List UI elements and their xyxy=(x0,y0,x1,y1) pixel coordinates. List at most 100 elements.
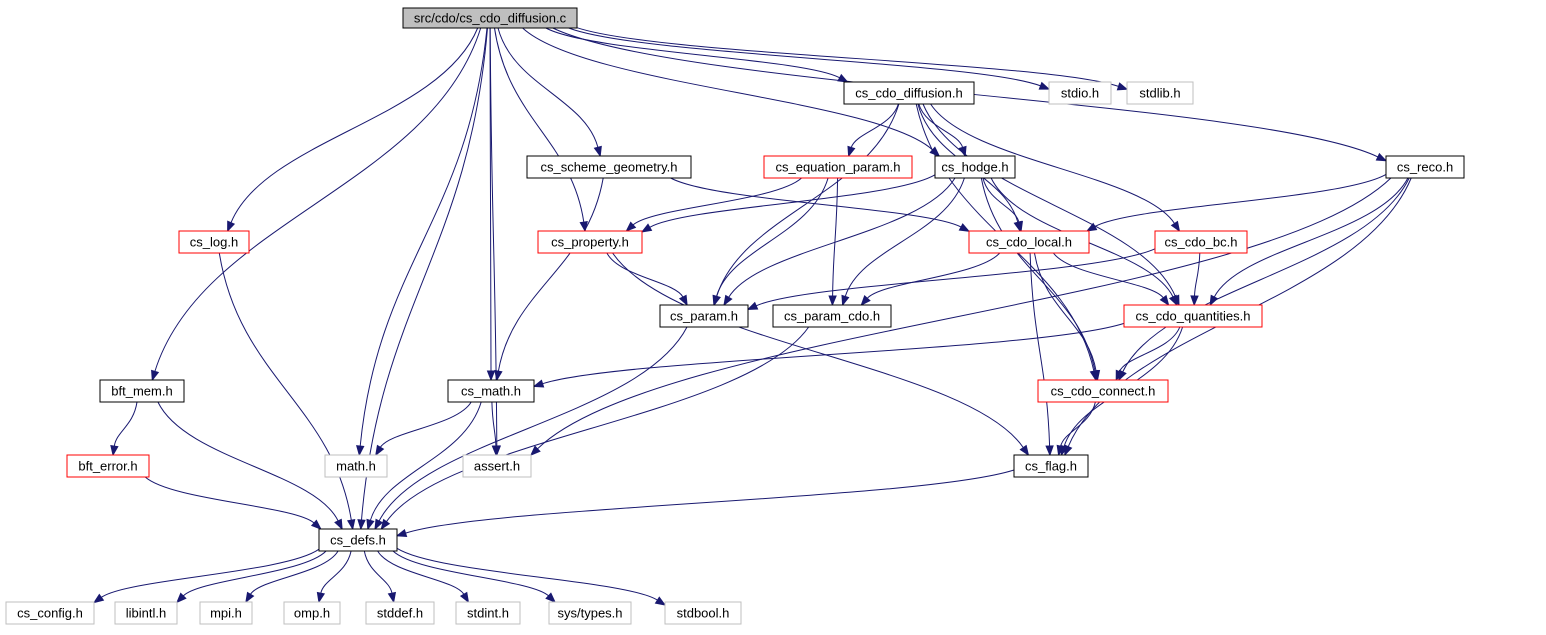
arrowhead-cs_property_h-to-cs_flag_h xyxy=(1019,444,1030,457)
node-cs-log-h[interactable]: cs_log.h xyxy=(178,230,250,254)
edge-cs_reco_h-to-cs_cdo_quantities_h xyxy=(1213,177,1409,298)
node-omp-h: omp.h xyxy=(283,601,341,625)
edge-cs_cdo_diffusion_h-to-cs_param_h xyxy=(716,103,900,297)
node-cs-scheme-geometry-h[interactable]: cs_scheme_geometry.h xyxy=(526,155,692,179)
edge-cs_defs_h-to-mpi_h xyxy=(250,550,339,595)
arrowhead-cs_defs_h-to-cs_config_h xyxy=(92,593,105,604)
node-cs-cdo-quantities-h[interactable]: cs_cdo_quantities.h xyxy=(1123,304,1263,328)
node-label: cs_reco.h xyxy=(1397,160,1453,175)
node-cs-defs-h[interactable]: cs_defs.h xyxy=(318,528,398,552)
node-box xyxy=(1037,379,1169,403)
node-bft-mem-h[interactable]: bft_mem.h xyxy=(99,379,185,403)
arrowhead-cs_cdo_diffusion_h-to-cs_equation_param_h xyxy=(847,145,856,158)
edge-cs_defs_h-to-omp_h xyxy=(320,550,352,594)
edge-cs_hodge_h-to-cs_cdo_local_h xyxy=(982,177,1020,223)
arrowhead-root-to-stdio_h xyxy=(1038,81,1051,90)
node-label: cs_param.h xyxy=(670,309,738,324)
node-label: cs_param_cdo.h xyxy=(784,309,880,324)
node-stdbool-h: stdbool.h xyxy=(664,601,742,625)
arrowhead-root-to-math_h xyxy=(356,445,365,457)
node-cs-property-h[interactable]: cs_property.h xyxy=(537,230,643,254)
arrowhead-cs_defs_h-to-mpi_h xyxy=(245,591,255,604)
node-box xyxy=(763,155,913,179)
node-label: cs_cdo_quantities.h xyxy=(1136,309,1251,324)
node-label: stdlib.h xyxy=(1139,86,1180,101)
arrowhead-cs_property_h-to-cs_param_h xyxy=(678,294,688,307)
arrowhead-cs_math_h-to-assert_h xyxy=(491,445,501,457)
edge-cs_equation_param_h-to-cs_property_h xyxy=(632,177,802,226)
edge-cs_defs_h-to-libintl_h xyxy=(182,550,327,597)
node-label: sys/types.h xyxy=(557,606,622,621)
node-cs-cdo-local-h[interactable]: cs_cdo_local.h xyxy=(968,230,1090,254)
arrowhead-cs_cdo_quantities_h-to-cs_cdo_connect_h xyxy=(1115,369,1124,382)
node-box xyxy=(772,304,892,328)
node-box xyxy=(5,601,95,625)
node-label: cs_property.h xyxy=(551,235,629,250)
edge-root-to-stdio_h xyxy=(568,27,1041,87)
node-box xyxy=(318,528,398,552)
node-cs-hodge-h[interactable]: cs_hodge.h xyxy=(934,155,1016,179)
node-label: stdio.h xyxy=(1061,86,1099,101)
arrowhead-root-to-bft_mem_h xyxy=(151,369,160,382)
arrowhead-root-to-cs_log_h xyxy=(227,220,236,233)
arrowhead-bft_mem_h-to-bft_error_h xyxy=(110,445,119,457)
arrowhead-root-to-stdlib_h xyxy=(1116,82,1129,91)
arrowhead-cs_cdo_local_h-to-cs_cdo_quantities_h xyxy=(1159,294,1170,307)
edge-root-to-cs_defs_h xyxy=(361,27,488,521)
arrowhead-cs_hodge_h-to-cs_param_h xyxy=(723,294,733,307)
arrowhead-cs_param_h-to-cs_defs_h xyxy=(374,518,384,531)
arrowhead-cs_defs_h-to-stdint_h xyxy=(459,591,470,604)
arrowhead-cs_equation_param_h-to-cs_param_h xyxy=(712,294,721,307)
edge-cs_cdo_diffusion_h-to-cs_equation_param_h xyxy=(850,103,899,148)
node-cs-flag-h[interactable]: cs_flag.h xyxy=(1013,454,1089,478)
node-label: cs_cdo_connect.h xyxy=(1051,384,1156,399)
arrowhead-cs_hodge_h-to-cs_param_cdo_h xyxy=(841,294,850,307)
node-cs-cdo-bc-h[interactable]: cs_cdo_bc.h xyxy=(1154,230,1248,254)
node-label: cs_log.h xyxy=(190,235,238,250)
node-cs-cdo-diffusion-h[interactable]: cs_cdo_diffusion.h xyxy=(843,81,975,105)
node-cs-equation-param-h[interactable]: cs_equation_param.h xyxy=(763,155,913,179)
node-box xyxy=(664,601,742,625)
arrowhead-cs_reco_h-to-cs_cdo_local_h xyxy=(1085,222,1098,232)
node-box xyxy=(402,7,578,29)
node-bft-error-h[interactable]: bft_error.h xyxy=(66,454,150,478)
node-label: cs_math.h xyxy=(461,384,521,399)
node-cs-param-cdo-h[interactable]: cs_param_cdo.h xyxy=(772,304,892,328)
node-box xyxy=(199,601,253,625)
edge-cs_math_h-to-cs_defs_h xyxy=(369,401,482,521)
node-label: cs_config.h xyxy=(17,606,83,621)
node-box xyxy=(526,155,692,179)
node-cs-cdo-connect-h[interactable]: cs_cdo_connect.h xyxy=(1037,379,1169,403)
node-label: cs_cdo_local.h xyxy=(986,235,1072,250)
arrowhead-cs_cdo_diffusion_h-to-cs_cdo_bc_h xyxy=(1170,220,1181,233)
arrowhead-cs_cdo_local_h-to-cs_param_cdo_h xyxy=(860,295,871,307)
node-box xyxy=(968,230,1090,254)
edge-cs_cdo_diffusion_h-to-cs_cdo_bc_h xyxy=(930,103,1175,224)
node-root[interactable]: src/cdo/cs_cdo_diffusion.c xyxy=(402,7,578,29)
arrowhead-cs_defs_h-to-stddef_h xyxy=(387,591,397,604)
arrowhead-cs_equation_param_h-to-cs_param_cdo_h xyxy=(828,295,837,307)
edge-root-to-cs_cdo_diffusion_h xyxy=(545,27,840,79)
node-box xyxy=(1154,230,1248,254)
node-sys-types-h: sys/types.h xyxy=(548,601,632,625)
node-cs-math-h[interactable]: cs_math.h xyxy=(447,379,535,403)
node-box xyxy=(1126,81,1194,105)
node-box xyxy=(1048,81,1112,105)
edge-cs_param_cdo_h-to-cs_defs_h xyxy=(386,326,810,522)
node-label: src/cdo/cs_cdo_diffusion.c xyxy=(414,11,567,26)
node-assert-h: assert.h xyxy=(462,454,532,478)
node-box xyxy=(934,155,1016,179)
arrowhead-cs_equation_param_h-to-cs_property_h xyxy=(625,221,637,232)
edge-cs_defs_h-to-stdbool_h xyxy=(396,547,658,601)
edge-cs_flag_h-to-cs_defs_h xyxy=(405,469,1015,534)
node-cs-param-h[interactable]: cs_param.h xyxy=(659,304,749,328)
node-cs-reco-h[interactable]: cs_reco.h xyxy=(1385,155,1465,179)
edge-cs_cdo_bc_h-to-cs_cdo_quantities_h xyxy=(1194,252,1201,297)
edge-root-to-cs_math_h xyxy=(489,27,492,372)
arrowhead-cs_defs_h-to-libintl_h xyxy=(176,592,187,604)
edge-cs_hodge_h-to-cs_property_h xyxy=(649,174,936,228)
edge-cs_equation_param_h-to-cs_param_cdo_h xyxy=(832,177,839,297)
arrowhead-cs_log_h-to-cs_defs_h xyxy=(346,518,356,531)
edge-cs_reco_h-to-cs_cdo_connect_h xyxy=(1122,177,1410,373)
